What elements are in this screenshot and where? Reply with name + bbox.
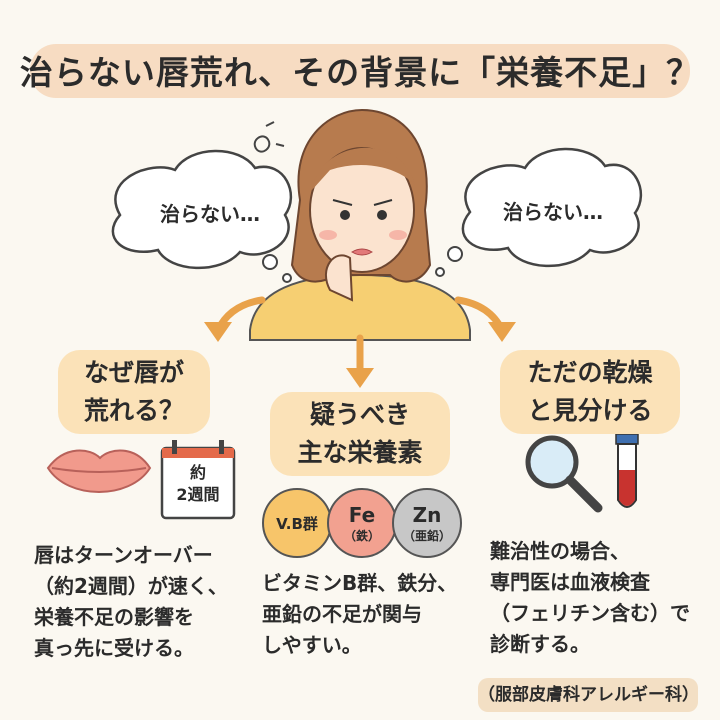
left-body-line: 唇はターンオーバー — [34, 543, 213, 567]
nutrient-iron-badge: Fe （鉄） — [327, 488, 397, 558]
lips-icon — [46, 449, 152, 493]
left-body-line: （約2週間）が速く、 — [34, 574, 228, 598]
clinic-credit: （服部皮膚科アレルギー科） — [478, 678, 699, 712]
left-body-line: 真っ先に受ける。 — [34, 636, 194, 660]
nutrient-sub: （鉄） — [343, 528, 380, 543]
arrow-center — [346, 334, 374, 388]
right-body-line: （フェリチン含む）で — [490, 601, 690, 625]
right-heading-line1: ただの乾燥 — [527, 358, 653, 387]
arrow-right — [454, 296, 516, 342]
arrow-left — [204, 296, 266, 342]
thought-text-left: 治らない… — [160, 202, 260, 226]
nutrient-zinc-badge: Zn （亜鉛） — [392, 488, 462, 558]
calendar-icon — [160, 440, 236, 520]
left-heading-line1: なぜ唇が — [83, 358, 184, 387]
calendar-line2: 2週間 — [176, 485, 220, 504]
nutrient-main: V.B群 — [276, 514, 318, 533]
left-heading-highlight — [58, 350, 210, 434]
nutrient-vitamin-b-badge: V.B群 — [262, 488, 332, 558]
center-body-line: 亜鉛の不足が関与 — [262, 602, 422, 626]
center-heading-highlight — [270, 392, 450, 476]
center-body-line: ビタミンB群、鉄分、 — [262, 571, 458, 595]
right-body-line: 難治性の場合、 — [490, 539, 630, 563]
center-heading-line2: 主な栄養素 — [297, 438, 423, 467]
center-body-line: しやすい。 — [262, 633, 362, 657]
calendar-line1: 約 — [189, 463, 206, 482]
right-body-line: 診断する。 — [490, 632, 590, 656]
right-body-line: 専門医は血液検査 — [490, 570, 650, 594]
left-body: 唇はターンオーバー （約2週間）が速く、 栄養不足の影響を 真っ先に受ける。 — [34, 540, 259, 664]
right-heading: ただの乾燥 と見分ける — [500, 354, 680, 430]
right-heading-line2: と見分ける — [527, 396, 653, 425]
magnifier-icon — [525, 435, 603, 513]
nutrient-main: Fe — [348, 502, 376, 527]
title-highlight — [30, 44, 690, 98]
thought-cloud-left — [111, 149, 293, 283]
center-heading: 疑うべき 主な栄養素 — [270, 396, 450, 472]
right-body: 難治性の場合、 専門医は血液検査 （フェリチン含む）で 診断する。 — [490, 536, 710, 660]
thought-cloud-right — [435, 147, 643, 277]
test-tube-icon — [615, 433, 639, 508]
calendar-text: 約 2週間 — [162, 462, 234, 506]
thought-text-right: 治らない… — [503, 200, 603, 224]
center-body: ビタミンB群、鉄分、 亜鉛の不足が関与 しやすい。 — [262, 568, 472, 661]
nutrient-main: Zn — [412, 502, 442, 527]
page-title: 治らない唇荒れ、その背景に「栄養不足」？ — [19, 53, 701, 92]
woman-illustration — [249, 108, 471, 341]
left-heading-line2: 荒れる？ — [83, 396, 184, 425]
right-heading-highlight — [500, 350, 680, 434]
center-heading-line1: 疑うべき — [309, 400, 410, 429]
nutrient-sub: （亜鉛） — [402, 528, 451, 543]
left-body-line: 栄養不足の影響を — [34, 605, 194, 629]
left-heading: なぜ唇が 荒れる？ — [58, 354, 210, 430]
